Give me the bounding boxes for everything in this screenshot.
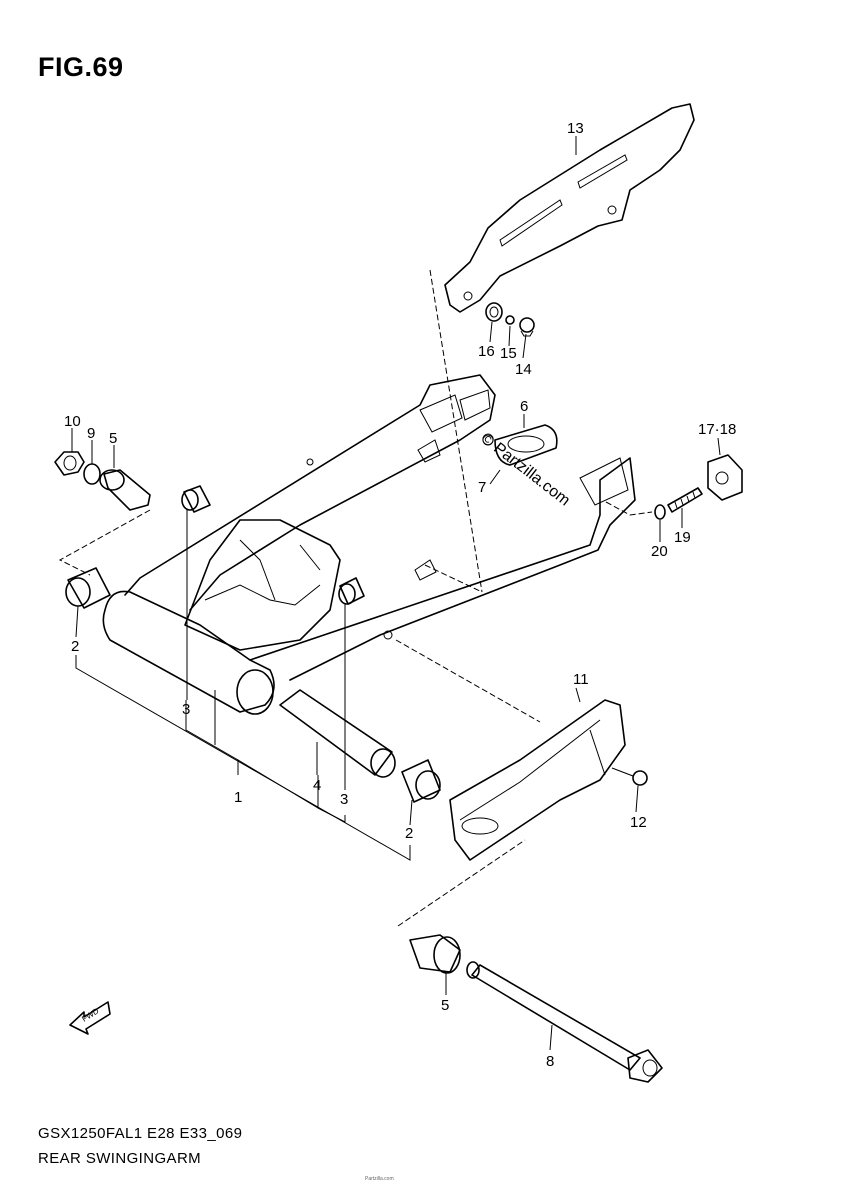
bushing-part-upper[interactable] — [181, 485, 211, 513]
adjuster-bolt-part[interactable] — [667, 487, 703, 513]
figure-title: FIG.69 — [38, 52, 124, 82]
pivot-shaft-part[interactable] — [466, 961, 663, 1083]
callout-9: 9 — [87, 425, 95, 442]
washer-part[interactable] — [505, 315, 515, 325]
pivot-nut-part[interactable] — [54, 451, 85, 476]
callout-4: 4 — [313, 777, 321, 794]
callout-5-right: 5 — [441, 997, 449, 1014]
callout-17-18: 17·18 — [698, 421, 736, 438]
watermark-text: © Partzilla.com — [478, 430, 573, 510]
callout-11: 11 — [573, 671, 589, 688]
collar-part[interactable] — [485, 302, 503, 322]
bushing-part-lower[interactable] — [338, 577, 365, 605]
callout-3-left: 3 — [182, 701, 190, 718]
spacer-tube-part[interactable] — [279, 689, 396, 778]
callout-14: 14 — [515, 361, 532, 378]
callout-20: 20 — [651, 543, 668, 560]
chain-guide-part[interactable] — [449, 699, 626, 861]
pivot-washer-part[interactable] — [83, 463, 101, 485]
adjuster-nut-part[interactable] — [654, 504, 666, 520]
callout-5-left: 5 — [109, 430, 117, 447]
pivot-collar-part-right[interactable] — [409, 934, 461, 974]
model-code: GSX1250FAL1 E28 E33_069 — [38, 1125, 243, 1142]
callout-19: 19 — [674, 529, 691, 546]
section-name: REAR SWINGINGARM — [38, 1150, 202, 1167]
callout-15: 15 — [500, 345, 517, 362]
copyright-note: Partzilla.com — [365, 1176, 394, 1182]
callout-2-right: 2 — [405, 825, 413, 842]
guide-screw-part[interactable] — [611, 767, 648, 786]
adjuster-plate-part[interactable] — [482, 424, 558, 466]
callout-8: 8 — [546, 1053, 554, 1070]
bearing-part-left[interactable] — [65, 567, 111, 609]
callout-12: 12 — [630, 814, 647, 831]
leader-lines — [71, 136, 721, 1051]
pivot-collar-part-left[interactable] — [99, 469, 151, 511]
callout-1: 1 — [234, 789, 242, 806]
callout-13: 13 — [567, 120, 584, 137]
bolt-part[interactable] — [519, 317, 535, 337]
callout-3-right: 3 — [340, 791, 348, 808]
chain-cover-part[interactable] — [444, 103, 695, 313]
adjuster-block-part[interactable] — [707, 454, 743, 501]
callout-16: 16 — [478, 343, 495, 360]
callout-7: 7 — [478, 479, 486, 496]
bearing-part-right[interactable] — [401, 759, 441, 803]
callout-6: 6 — [520, 398, 528, 415]
callout-numbers: 13 16 15 14 6 7 10 9 5 17·18 19 20 2 3 1… — [64, 120, 736, 1070]
swingarm-part[interactable] — [102, 374, 636, 715]
callout-2-left: 2 — [71, 638, 79, 655]
fwd-arrow-icon: FWD — [69, 1001, 111, 1035]
callout-10: 10 — [64, 413, 81, 430]
